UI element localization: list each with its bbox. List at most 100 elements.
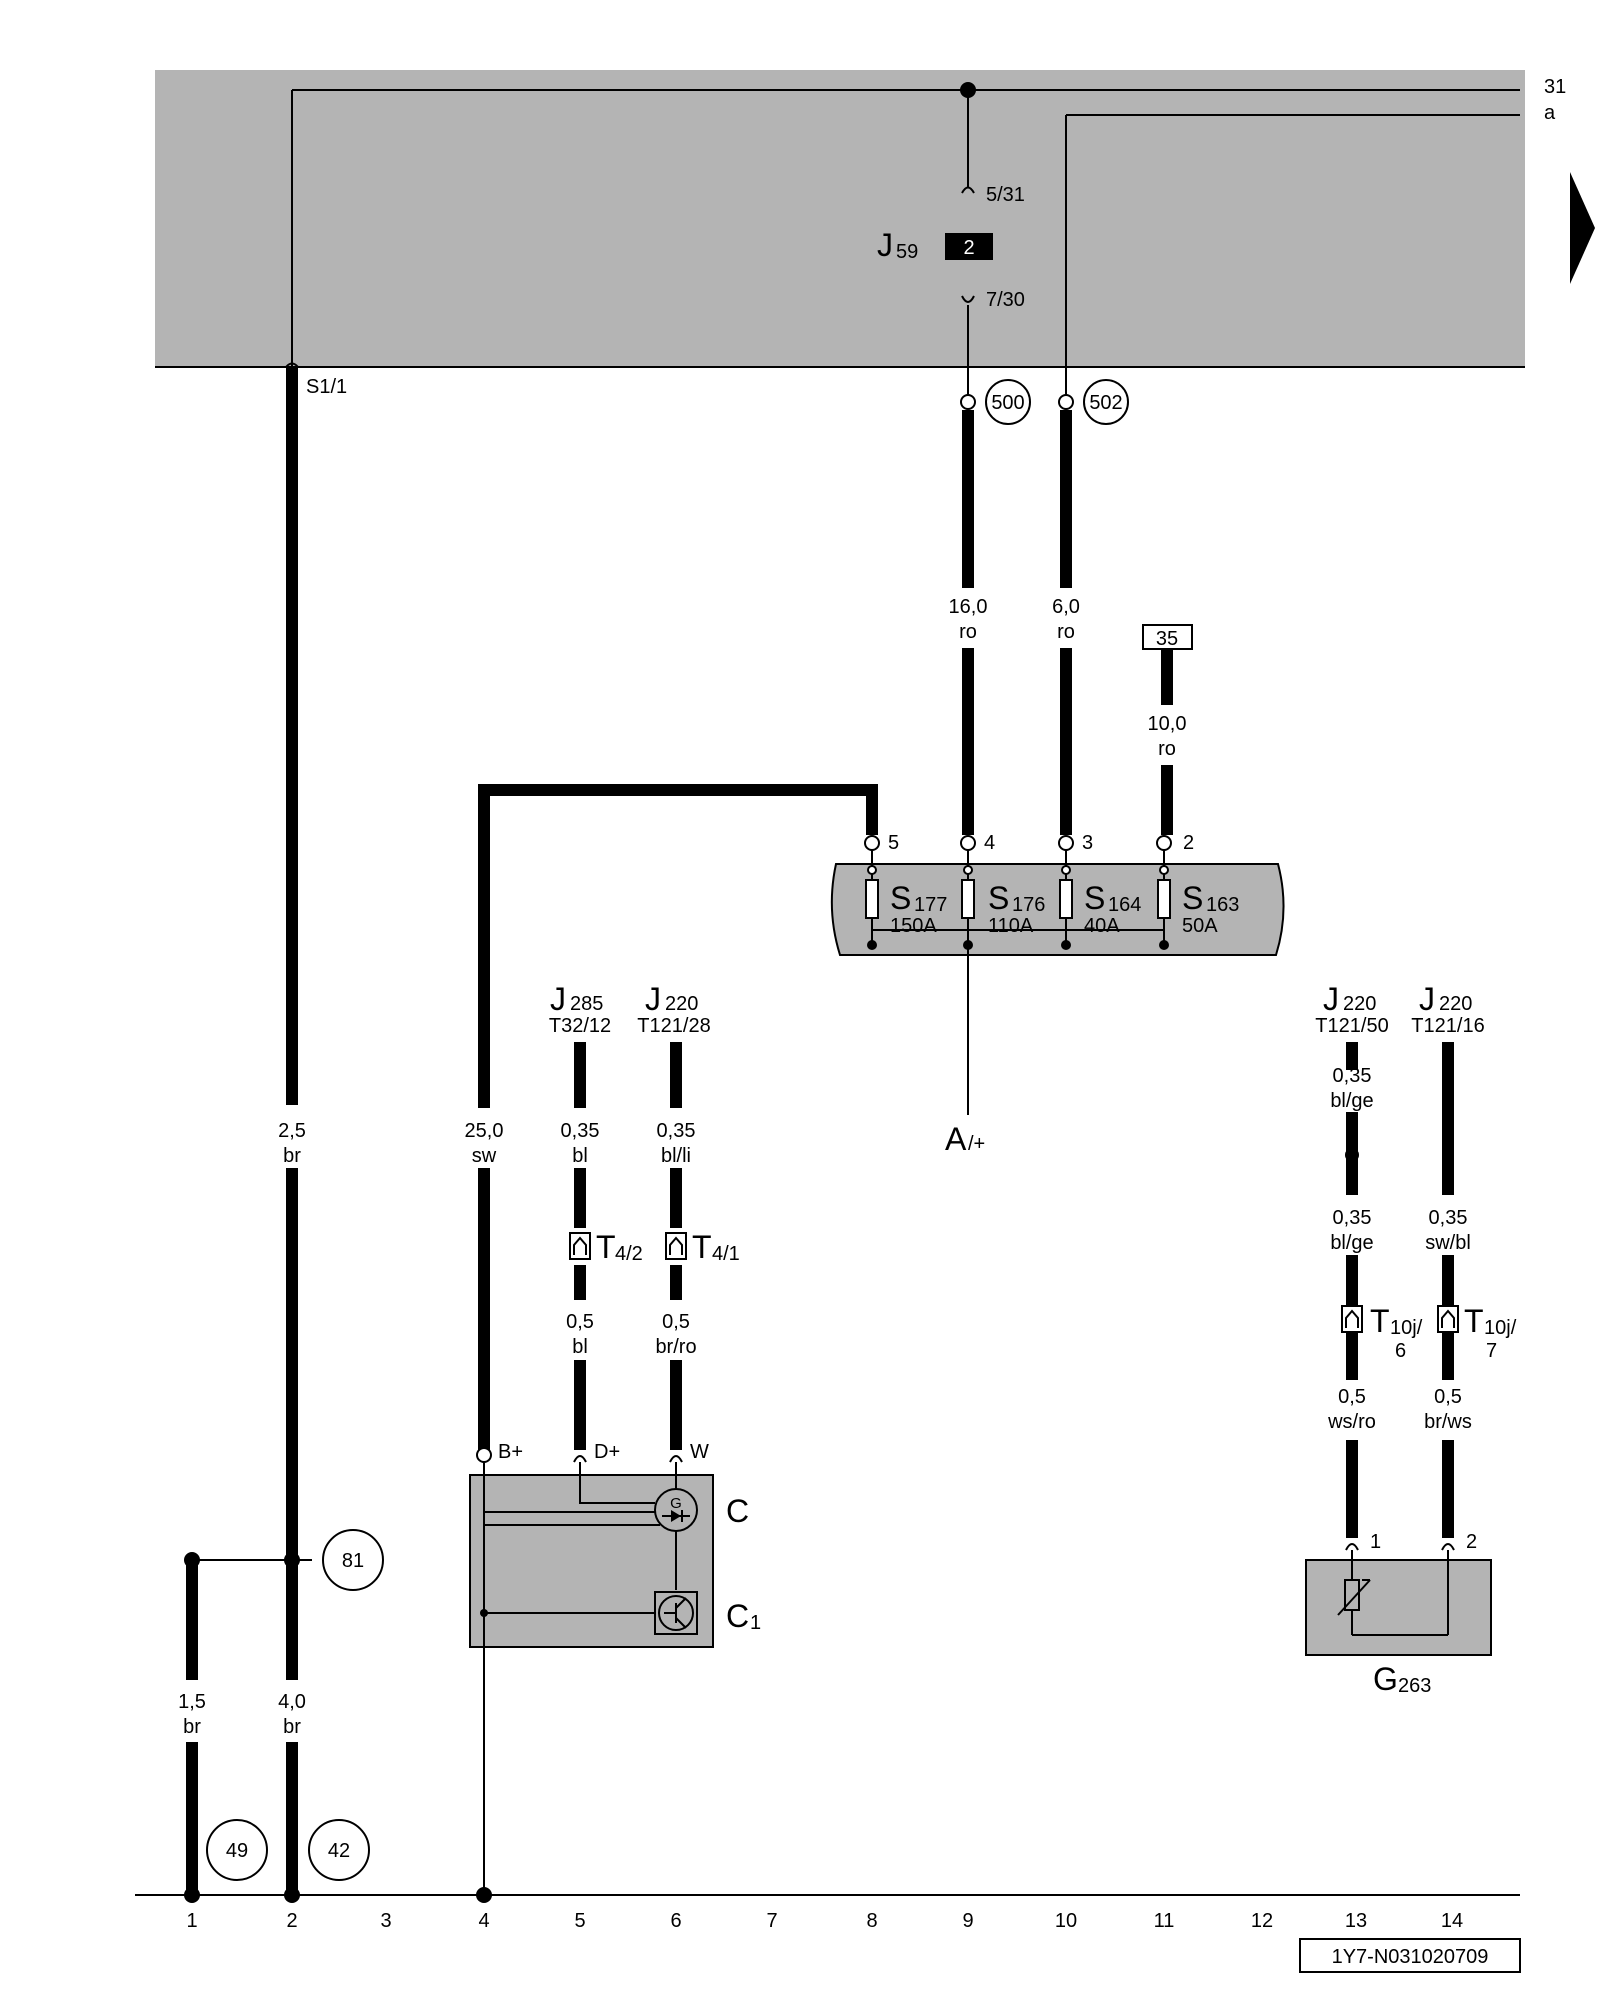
wire-2a-size: 2,5 — [278, 1120, 306, 1142]
wire-14a-size: 0,35 — [1429, 1207, 1468, 1229]
connector-t4-2-sub: 4/2 — [615, 1243, 643, 1265]
sensor-pin1: 1 — [1370, 1531, 1381, 1553]
wire-13c-color: ws/ro — [1327, 1411, 1376, 1433]
fuse-pins — [864, 835, 1172, 950]
fuse-s176-name: S — [988, 880, 1009, 916]
fuse-s164-sub: 164 — [1108, 894, 1141, 916]
terminal-502-dot — [1058, 394, 1074, 410]
connector-t4-1-name: T — [692, 1229, 712, 1265]
connector-t10j-6-sub: 10j/ — [1390, 1317, 1423, 1339]
connector-81 — [322, 1529, 384, 1591]
wire-2a-color: br — [283, 1145, 301, 1167]
sensor-sub: 263 — [1398, 1675, 1431, 1697]
output-a-name: A — [945, 1121, 967, 1157]
sensor-pin2-symbol — [1441, 1543, 1455, 1551]
relay-pin-bottom: 7/30 — [986, 289, 1025, 311]
connector-35 — [1142, 624, 1193, 650]
terminal-500-dot — [960, 394, 976, 410]
wire-10-color: ro — [1057, 621, 1075, 643]
sensor-pin1-symbol — [1345, 1543, 1359, 1551]
doc-id: 1Y7-N031020709 — [1332, 1946, 1489, 1968]
connector-t10j-6-sub2: 6 — [1395, 1340, 1406, 1362]
wire-9-size: 16,0 — [949, 596, 988, 618]
column-number-8: 8 — [866, 1910, 877, 1932]
connector-35-label: 35 — [1156, 628, 1178, 650]
wire-6a-color: bl/li — [661, 1145, 691, 1167]
connector-502 — [1083, 379, 1129, 425]
wire-14a-color: sw/bl — [1425, 1232, 1471, 1254]
fuse-pin-4: 4 — [984, 832, 995, 854]
pin-w: W — [690, 1441, 709, 1463]
connector-t4-2-icon — [569, 1232, 591, 1260]
fuse-bottom-node-3 — [1159, 940, 1169, 950]
generator-icon — [654, 1488, 698, 1532]
connector-502-label: 502 — [1089, 392, 1122, 414]
fuse-s177-name: S — [890, 880, 911, 916]
wire-4-size: 25,0 — [465, 1120, 504, 1142]
wire-4-color: sw — [472, 1145, 497, 1167]
fuse-bottom-node-2 — [1061, 940, 1071, 950]
fuse-element-icon-2 — [1059, 879, 1073, 919]
column-number-2: 2 — [286, 1910, 297, 1932]
connector-t4-2-name: T — [596, 1229, 616, 1265]
relay-pin-top-symbol — [961, 186, 975, 194]
wire-10-size: 6,0 — [1052, 596, 1080, 618]
column-number-10: 10 — [1055, 1910, 1077, 1932]
pin-d-plus-symbol — [573, 1455, 587, 1463]
relay-pin-bottom-symbol — [961, 295, 975, 303]
relay-name: J — [877, 227, 893, 263]
cu-j220b-name: J — [1323, 981, 1339, 1017]
wire-1-size: 1,5 — [178, 1691, 206, 1713]
pin-b-plus-dot — [476, 1447, 492, 1463]
wire-13b-color: bl/ge — [1330, 1232, 1373, 1254]
connector-t10j-7-sub2: 7 — [1486, 1340, 1497, 1362]
wire-13c-size: 0,5 — [1338, 1386, 1366, 1408]
wire-11-color: ro — [1158, 738, 1176, 760]
column-number-3: 3 — [380, 1910, 391, 1932]
pin-d-plus: D+ — [594, 1441, 620, 1463]
wire-5a-size: 0,35 — [561, 1120, 600, 1142]
doc-id-box — [1299, 1938, 1521, 1973]
sensor-resistor-icon — [1337, 1550, 1449, 1636]
column-number-9: 9 — [962, 1910, 973, 1932]
cu-j220c-name: J — [1419, 981, 1435, 1017]
cu-j220b-pin: T121/50 — [1315, 1015, 1388, 1037]
pin-b-plus: B+ — [498, 1441, 523, 1463]
wire-14c-size: 0,5 — [1434, 1386, 1462, 1408]
regulator-icon — [654, 1591, 698, 1635]
alternator-name: C — [726, 1493, 749, 1529]
fuse-s177-rating: 150A — [890, 915, 937, 937]
fuse-pin-5: 5 — [888, 832, 899, 854]
regulator-sub: 1 — [750, 1612, 761, 1634]
connector-t4-1-icon — [665, 1232, 687, 1260]
column-number-13: 13 — [1345, 1910, 1367, 1932]
wire-2b-size: 4,0 — [278, 1691, 306, 1713]
fuse-pin-dot-2 — [1058, 835, 1074, 851]
next-page-arrow-icon[interactable] — [1570, 172, 1595, 284]
relay-badge-number: 2 — [963, 237, 974, 259]
connector-t10j-7-sub: 10j/ — [1484, 1317, 1517, 1339]
regulator-name: C — [726, 1598, 749, 1634]
column-number-7: 7 — [766, 1910, 777, 1932]
wire-2b-color: br — [283, 1716, 301, 1738]
connector-49 — [206, 1819, 268, 1881]
fuse-top-node-0 — [867, 865, 877, 875]
wire-5a-color: bl — [572, 1145, 588, 1167]
alternator-internal-d — [579, 1462, 655, 1504]
fuse-element-icon-0 — [865, 879, 879, 919]
cu-j220a-name: J — [645, 981, 661, 1017]
cu-j220c-pin: T121/16 — [1411, 1015, 1484, 1037]
fuse-s163-sub: 163 — [1206, 894, 1239, 916]
connector-t10j-6-icon — [1341, 1305, 1363, 1333]
fuse-pin-dot-1 — [960, 835, 976, 851]
connector-42-label: 42 — [328, 1840, 350, 1862]
fuse-bottom-node-0 — [867, 940, 877, 950]
wire-5b-color: bl — [572, 1336, 588, 1358]
connector-49-label: 49 — [226, 1840, 248, 1862]
fuse-top-node-3 — [1159, 865, 1169, 875]
fuse-pin-3: 3 — [1082, 832, 1093, 854]
wire-6b-size: 0,5 — [662, 1311, 690, 1333]
